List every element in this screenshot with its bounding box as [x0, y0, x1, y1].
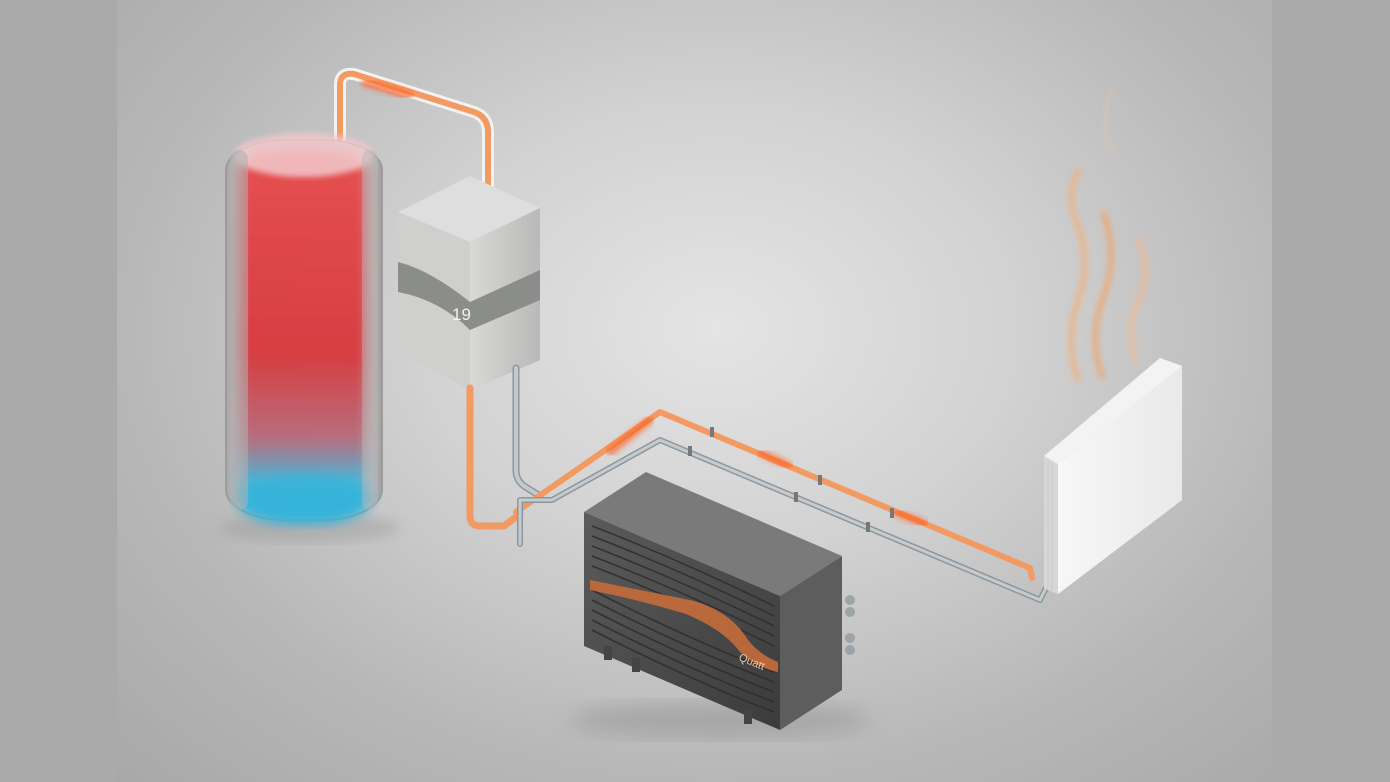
pipe-clip: [866, 522, 870, 532]
pipe-clip: [688, 446, 692, 456]
letterbox-right: [1272, 0, 1390, 782]
controller-display-band: [398, 262, 540, 330]
heat-wave-icon: [1068, 88, 1148, 383]
controller-display-value: 19: [452, 305, 471, 324]
pipe-clip: [710, 427, 714, 437]
heat-pump-unit: Quatt: [584, 472, 855, 730]
hot-pipe-top-loop: [334, 67, 494, 202]
radiator: [1044, 358, 1182, 594]
heat-pump-accent-stripe: [590, 580, 778, 672]
pipe-clip: [818, 475, 822, 485]
hot-water-tank: [225, 133, 383, 524]
pipe-clip: [890, 508, 894, 518]
heat-pump-shadow: [570, 702, 870, 738]
cold-water-zone: [238, 476, 370, 524]
letterbox-left: [0, 0, 117, 782]
controller-down-pipes: [466, 364, 544, 530]
pipe-clip: [794, 492, 798, 502]
controller-unit: 19: [398, 176, 540, 390]
radiator-supply-return-pipes: [513, 409, 1049, 603]
tank-water-gradient: [238, 150, 368, 520]
tank-shadow: [220, 514, 400, 542]
